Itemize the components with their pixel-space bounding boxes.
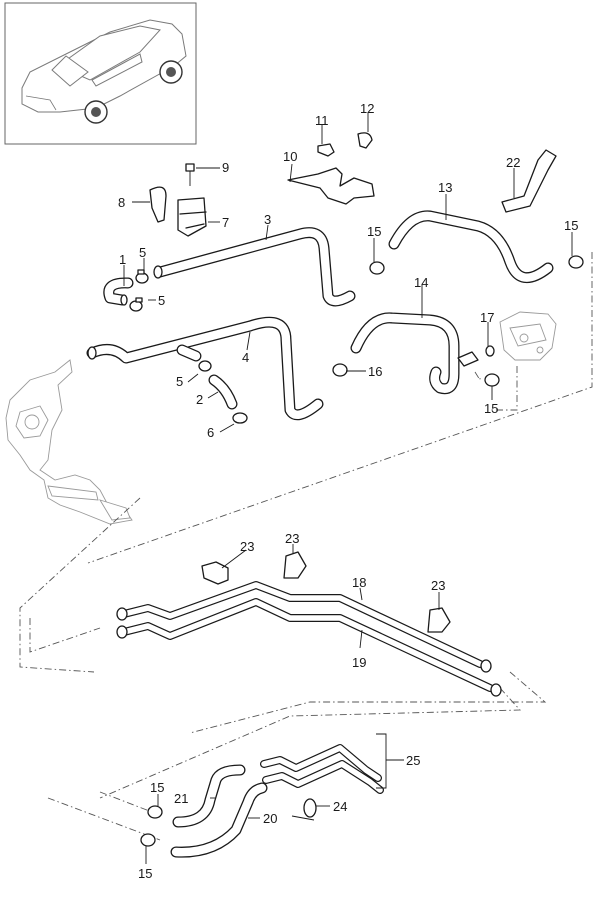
hose-clamp-16[interactable]: [332, 363, 348, 377]
clip-8[interactable]: [149, 186, 167, 223]
callout-21[interactable]: 21: [174, 791, 188, 806]
hose-clamp-5-upper[interactable]: [135, 269, 149, 284]
callout-5c[interactable]: 5: [176, 374, 183, 389]
clip-12[interactable]: [357, 132, 373, 149]
callout-20[interactable]: 20: [263, 811, 277, 826]
leader-lines: [123, 112, 573, 864]
callout-13[interactable]: 13: [438, 180, 452, 195]
callout-15e[interactable]: 15: [138, 866, 152, 881]
callout-15a[interactable]: 15: [367, 224, 381, 239]
callout-7[interactable]: 7: [222, 215, 229, 230]
callout-23a[interactable]: 23: [240, 539, 254, 554]
coolant-hose-21[interactable]: [172, 764, 246, 828]
callout-1[interactable]: 1: [119, 252, 126, 267]
assembly-outline-middle: [19, 497, 547, 841]
heater-valve-ghost: [499, 311, 557, 361]
callout-8[interactable]: 8: [118, 195, 125, 210]
hose-clamp-15-c[interactable]: [484, 373, 500, 387]
callout-11[interactable]: 11: [315, 113, 329, 128]
callout-24[interactable]: 24: [333, 799, 347, 814]
callout-14[interactable]: 14: [414, 275, 428, 290]
hose-2[interactable]: [208, 374, 238, 410]
hose-clamp-24[interactable]: [291, 798, 317, 821]
callout-labels: 1 2 3 4 5 5 5 6 7 8 9 10 11 12 13 14 15 …: [118, 101, 578, 881]
elbow-hose-1[interactable]: [103, 277, 134, 306]
callout-15c[interactable]: 15: [484, 401, 498, 416]
callout-23b[interactable]: 23: [285, 531, 299, 546]
callout-16[interactable]: 16: [368, 364, 382, 379]
coolant-hose-20[interactable]: [170, 782, 268, 858]
hose-clamp-6[interactable]: [232, 412, 248, 424]
callout-10[interactable]: 10: [283, 149, 297, 164]
callout-23c[interactable]: 23: [431, 578, 445, 593]
hose-clamp-5-lower[interactable]: [129, 297, 143, 312]
coolant-hose-13[interactable]: [388, 210, 554, 283]
callout-12[interactable]: 12: [360, 101, 374, 116]
hose-clamp-17[interactable]: [485, 345, 495, 357]
callout-6[interactable]: 6: [207, 425, 214, 440]
callout-5b[interactable]: 5: [158, 293, 165, 308]
callout-5a[interactable]: 5: [139, 245, 146, 260]
thermostat-housing-ghost: [5, 359, 133, 525]
hose-clamp-15-b[interactable]: [568, 255, 584, 269]
clip-11[interactable]: [317, 143, 335, 157]
hose-clamp-15-a[interactable]: [369, 261, 385, 275]
hose-clamp-15-d[interactable]: [147, 805, 163, 819]
callout-2[interactable]: 2: [196, 392, 203, 407]
callout-9[interactable]: 9: [222, 160, 229, 175]
bracket-10[interactable]: [287, 167, 375, 205]
car-icon: [21, 19, 187, 124]
callout-3[interactable]: 3: [264, 212, 271, 227]
pipe-holder-23-a[interactable]: [201, 561, 229, 585]
callout-19[interactable]: 19: [352, 655, 366, 670]
hose-clamp-15-e[interactable]: [140, 833, 156, 847]
coolant-pipe-19[interactable]: [116, 598, 502, 697]
callout-22[interactable]: 22: [506, 155, 520, 170]
callout-17[interactable]: 17: [480, 310, 494, 325]
callout-15d[interactable]: 15: [150, 780, 164, 795]
bolt-9[interactable]: [185, 163, 195, 186]
coolant-hose-3[interactable]: [153, 227, 356, 307]
callout-18[interactable]: 18: [352, 575, 366, 590]
hose-clamp-5-mid[interactable]: [198, 360, 212, 372]
callout-4[interactable]: 4: [242, 350, 249, 365]
coolant-pipe-18[interactable]: [116, 581, 492, 673]
bracket-22[interactable]: [501, 149, 557, 213]
assembly-outline-upper: [87, 252, 593, 564]
pipe-holder-23-c[interactable]: [427, 607, 451, 633]
pipe-assembly-25[interactable]: [260, 744, 384, 794]
hose-holder-7[interactable]: [177, 197, 207, 237]
callout-25[interactable]: 25: [406, 753, 420, 768]
coolant-hose-14[interactable]: [350, 312, 479, 395]
pipe-holder-23-b[interactable]: [283, 551, 307, 579]
callout-15b[interactable]: 15: [564, 218, 578, 233]
coolant-hose-4[interactable]: [86, 316, 324, 421]
vehicle-thumbnail[interactable]: [4, 2, 197, 145]
